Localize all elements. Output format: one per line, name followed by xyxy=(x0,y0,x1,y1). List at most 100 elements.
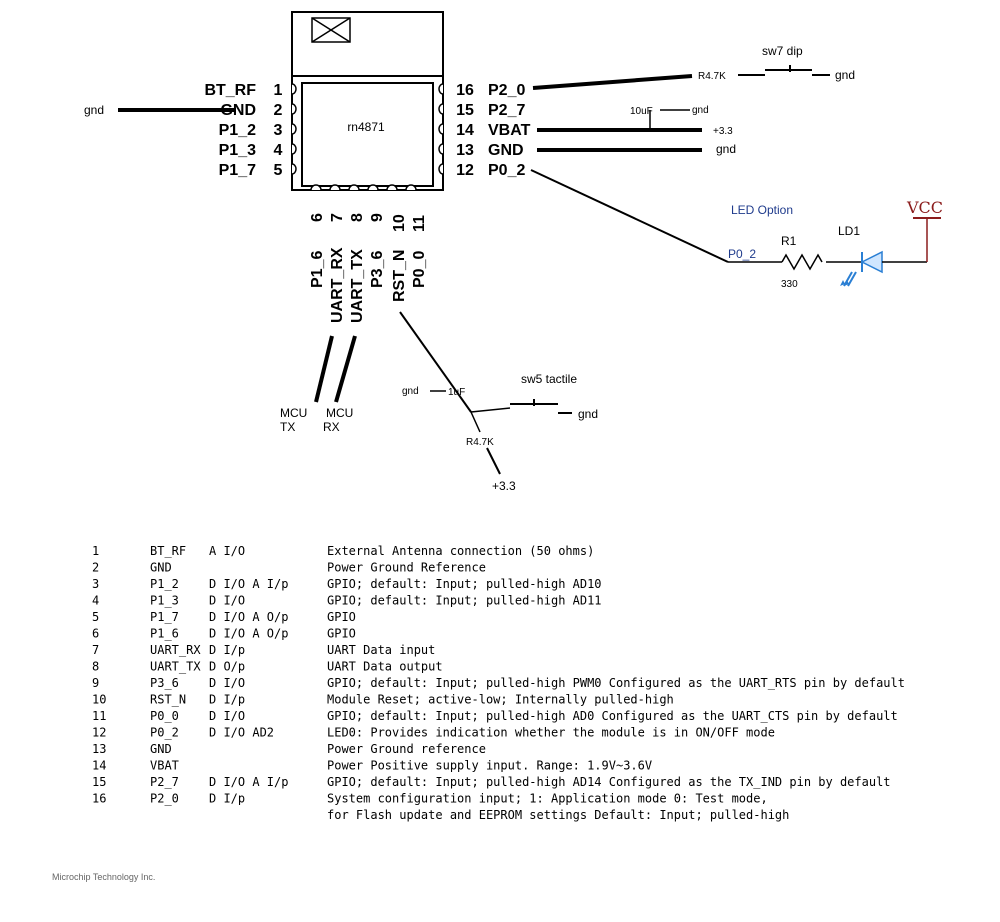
table-cell-pin: 11 xyxy=(92,709,106,723)
left-pin-labels: BT_RF 1 GND 2 P1_2 3 P1_3 4 P1_7 5 xyxy=(204,82,282,179)
table-cell-desc: LED0: Provides indication whether the mo… xyxy=(327,726,775,740)
table-cell-type: D I/O xyxy=(209,594,245,608)
table-cell-desc: GPIO; default: Input; pulled-high AD0 Co… xyxy=(327,709,898,723)
table-cell-desc: Power Positive supply input. Range: 1.9V… xyxy=(327,759,652,773)
pin-number: 15 xyxy=(456,102,474,119)
mcu-rx-label: MCU xyxy=(326,406,353,420)
table-cell-name: P1_7 xyxy=(150,610,179,624)
pin-number: 16 xyxy=(456,82,474,99)
table-cell-pin: 2 xyxy=(92,561,99,575)
table-cell-desc: GPIO; default: Input; pulled-high PWM0 C… xyxy=(327,676,905,690)
table-cell-pin: 15 xyxy=(92,775,106,789)
gnd-label: gnd xyxy=(835,68,855,82)
table-cell-desc: GPIO xyxy=(327,610,356,624)
pin-label: P2_7 xyxy=(488,102,525,119)
gnd-label: gnd xyxy=(716,142,736,156)
pin-number: 12 xyxy=(456,162,474,179)
table-cell-type: D I/O A O/p xyxy=(209,627,288,641)
supply-label: +3.3 xyxy=(492,479,516,493)
pin-label: P0_0 xyxy=(411,251,428,288)
table-cell-name: UART_RX xyxy=(150,643,201,657)
resistor-label: R4.7K xyxy=(698,71,726,82)
table-cell-name: P0_0 xyxy=(150,709,179,723)
mcu-rx-label: RX xyxy=(323,420,340,434)
pin-number: 6 xyxy=(309,213,326,222)
table-cell-type: A I/O xyxy=(209,544,245,558)
pin-label: P1_2 xyxy=(219,122,256,139)
sw5-label: sw5 tactile xyxy=(521,372,577,386)
table-cell-pin: 8 xyxy=(92,660,99,674)
table-cell-type: D I/p xyxy=(209,792,245,806)
table-cell-desc: GPIO xyxy=(327,627,356,641)
right-pin-labels: 16 P2_0 15 P2_7 14 VBAT 13 GND 12 P0_2 xyxy=(456,82,530,179)
table-cell-pin: 10 xyxy=(92,693,106,707)
table-cell-type: D I/O xyxy=(209,709,245,723)
vcc-label: VCC xyxy=(906,198,943,217)
led-option-label: LED Option xyxy=(731,203,793,217)
table-cell-type: D I/O A I/p xyxy=(209,577,288,591)
pin-label: RST_N xyxy=(391,250,408,302)
table-cell-name: P2_0 xyxy=(150,792,179,806)
pin-label: BT_RF xyxy=(204,82,256,99)
table-cell-name: P1_3 xyxy=(150,594,179,608)
pin-label: UART_RX xyxy=(329,247,346,323)
net-label: P0_2 xyxy=(728,247,756,261)
table-row: for Flash update and EEPROM settings Def… xyxy=(327,808,789,822)
pin-number: 9 xyxy=(369,213,386,222)
ld1-label: LD1 xyxy=(838,224,860,238)
r1-label: R1 xyxy=(781,234,797,248)
wires xyxy=(118,65,830,475)
table-cell-type: D I/O xyxy=(209,676,245,690)
table-cell-type: D I/p xyxy=(209,693,245,707)
table-cell-pin: 7 xyxy=(92,643,99,657)
table-cell-name: P1_2 xyxy=(150,577,179,591)
antenna-marker xyxy=(311,17,351,43)
table-cell-name: P2_7 xyxy=(150,775,179,789)
table-cell-name: UART_TX xyxy=(150,660,201,674)
table-cell-name: P1_6 xyxy=(150,627,179,641)
table-cell-desc: External Antenna connection (50 ohms) xyxy=(327,544,594,558)
supply-label: +3.3 xyxy=(713,126,733,137)
table-row: 11 P0_0 D I/O GPIO; default: Input; pulled-… xyxy=(92,709,898,723)
pin-number: 11 xyxy=(411,215,428,232)
table-cell-desc: GPIO; default: Input; pulled-high AD11 xyxy=(327,594,602,608)
table-cell-desc: GPIO; default: Input; pulled-high AD14 C… xyxy=(327,775,891,789)
table-cell-name: VBAT xyxy=(150,759,179,773)
pin-label: P2_0 xyxy=(488,82,525,99)
pin-number: 2 xyxy=(274,102,283,119)
table-cell-desc: System configuration input; 1: Applicati… xyxy=(327,792,768,806)
resistor-label: R4.7K xyxy=(466,437,494,448)
table-cell-pin: 9 xyxy=(92,676,99,690)
pin-number: 10 xyxy=(391,214,408,232)
r1-value: 330 xyxy=(781,279,798,290)
pin-number: 13 xyxy=(456,142,474,159)
gnd-label: gnd xyxy=(402,386,419,397)
table-cell-pin: 4 xyxy=(92,594,99,608)
pin-label: P1_6 xyxy=(309,251,326,288)
pin-label: P1_7 xyxy=(219,162,256,179)
capacitor-label: 1uF xyxy=(448,387,465,398)
footer-credit: Microchip Technology Inc. xyxy=(52,872,155,882)
table-cell-desc: GPIO; default: Input; pulled-high AD10 xyxy=(327,577,602,591)
annotations: gnd sw7 dip R4.7K gnd 10uF gnd +3.3 gnd … xyxy=(84,44,943,493)
table-cell-name: P3_6 xyxy=(150,676,179,690)
table-cell-desc: UART Data output xyxy=(327,660,443,674)
table-cell-name: BT_RF xyxy=(150,544,186,558)
bottom-pin-labels: P1_6 UART_RX UART_TX P3_6 RST_N P0_0 xyxy=(309,247,428,323)
table-cell-desc: Power Ground Reference xyxy=(327,561,486,575)
pin-number: 1 xyxy=(274,82,283,99)
pin-label: UART_TX xyxy=(349,249,366,323)
gnd-label: gnd xyxy=(692,105,709,116)
table-cell-name: GND xyxy=(150,561,172,575)
table-cell-pin: 13 xyxy=(92,742,106,756)
led-option-circuit xyxy=(781,217,941,287)
bottom-pin-numbers: 6 7 8 9 10 11 xyxy=(309,213,428,232)
